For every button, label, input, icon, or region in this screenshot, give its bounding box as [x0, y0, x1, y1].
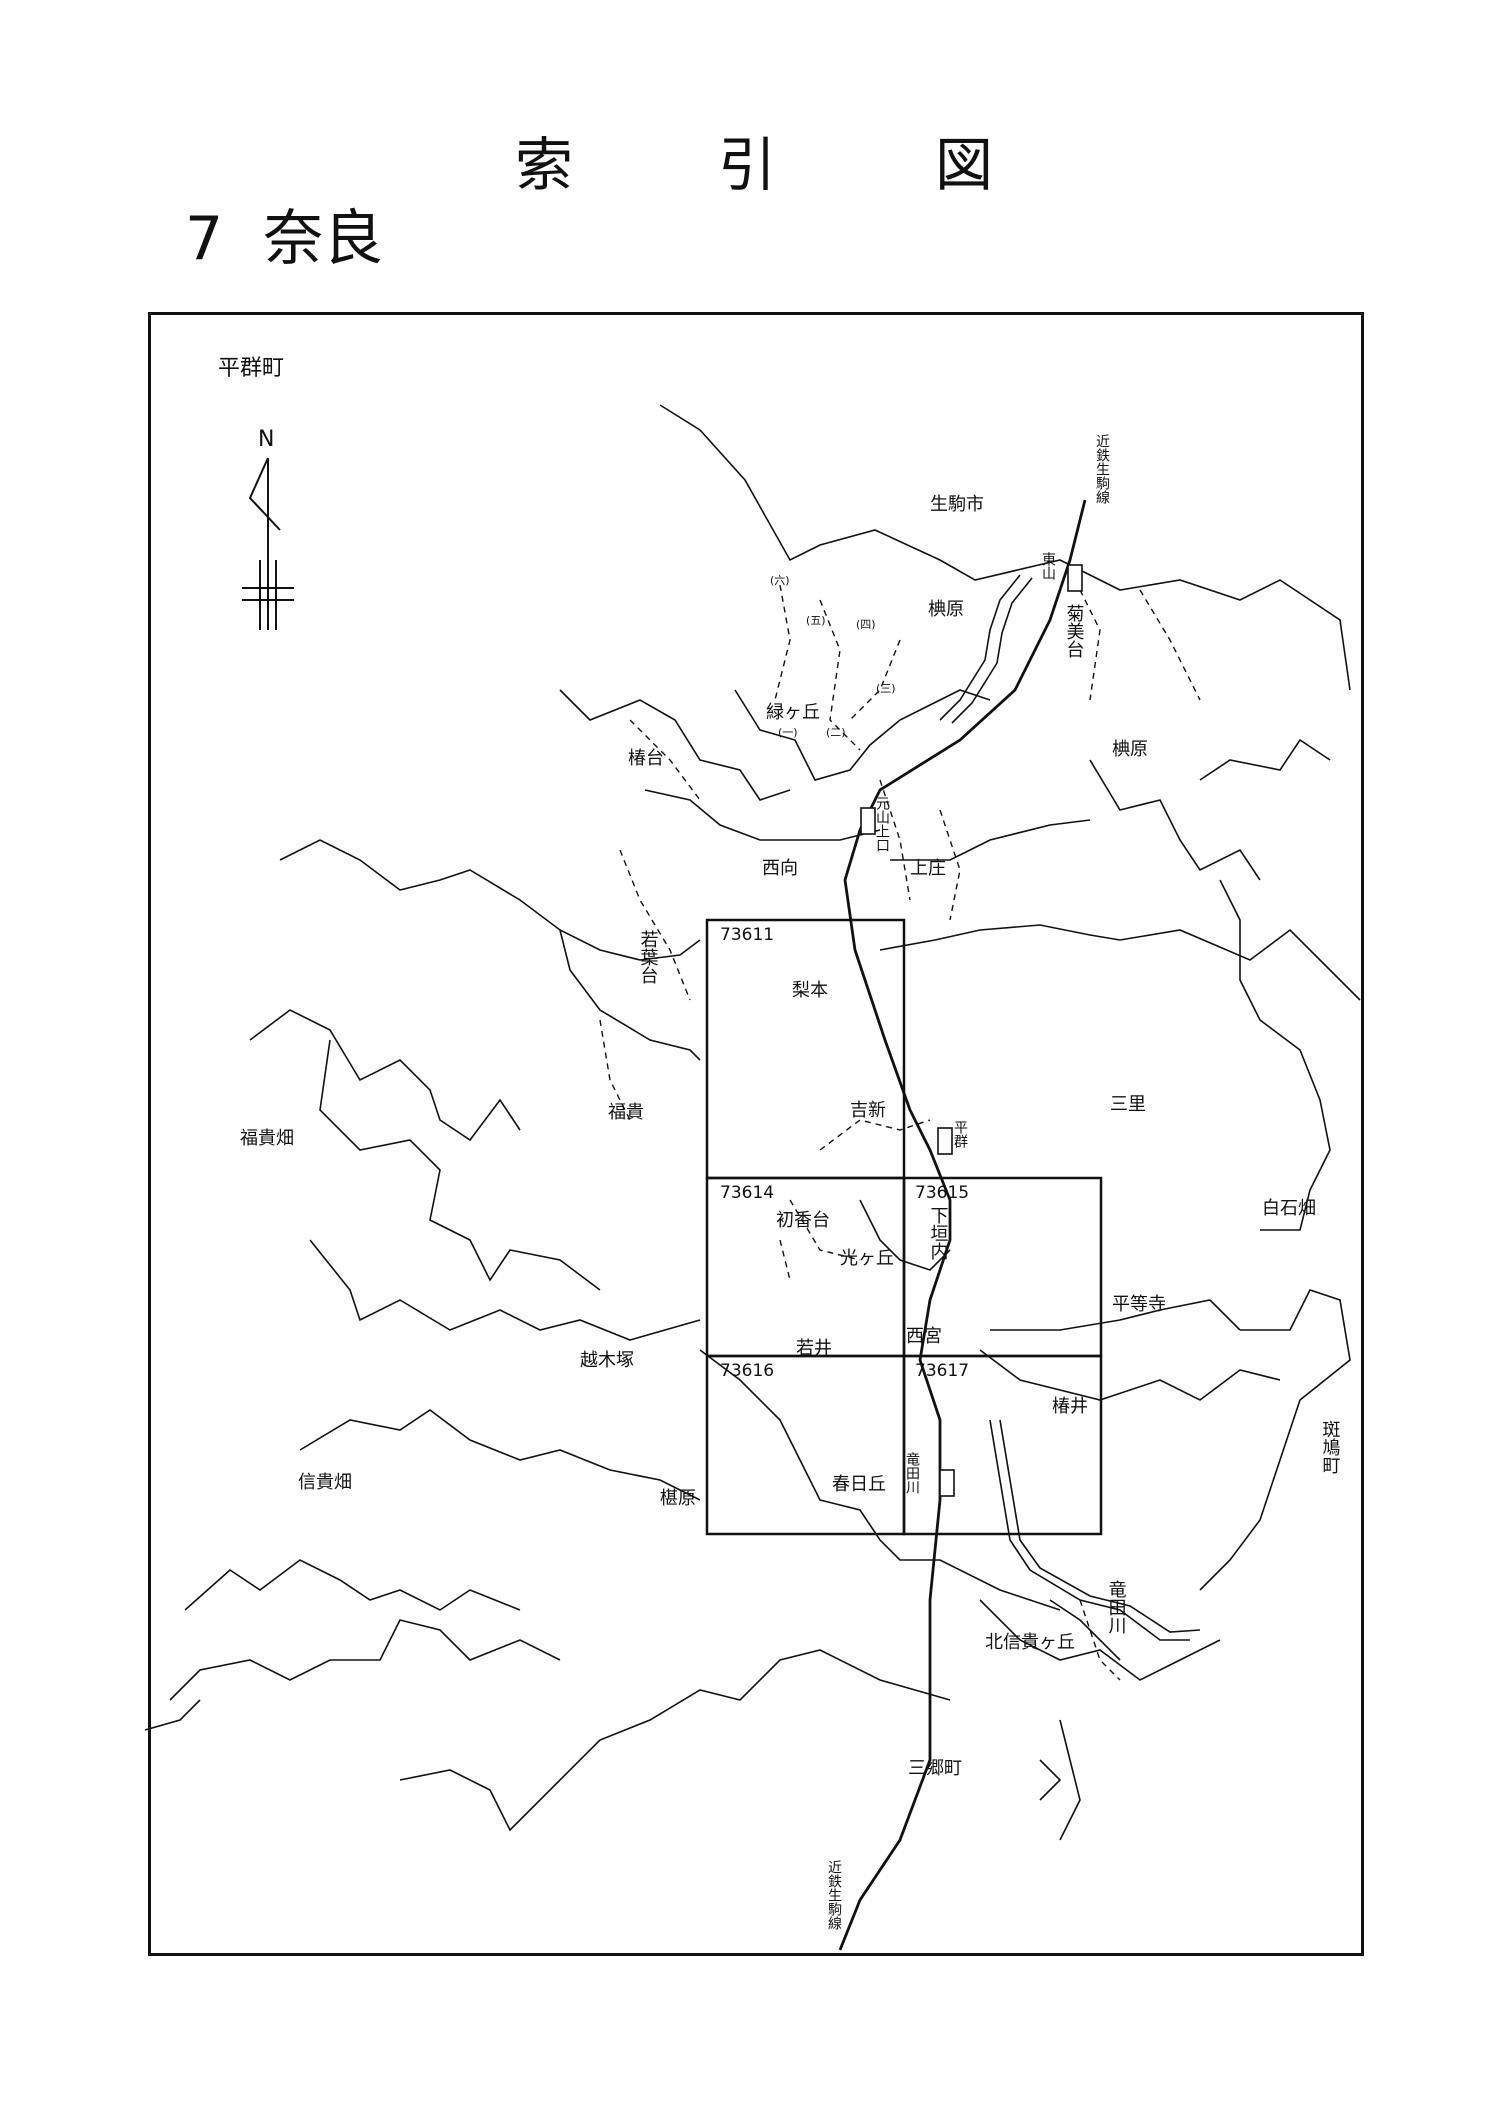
- station-markers: [860, 564, 1083, 1497]
- title-char-1: 索: [515, 131, 576, 199]
- label-midorigaoka: 緑ヶ丘: [766, 702, 820, 723]
- district-3: (三): [876, 682, 896, 695]
- label-shimogaichi: 下垣内: [928, 1206, 949, 1261]
- grid-code-73615: 73615: [915, 1183, 969, 1203]
- title-char-2: 引: [718, 131, 779, 199]
- label-motoyamaguchi: 元山上口: [874, 796, 890, 852]
- label-ikaruga: 斑鳩町: [1320, 1420, 1341, 1474]
- label-hatsukadai: 初香台: [776, 1210, 830, 1231]
- grid-code-73616: 73616: [720, 1361, 774, 1381]
- label-kintetsu-north: 近鉄生駒線: [1094, 434, 1110, 504]
- label-kitashigigaoka: 北信貴ヶ丘: [985, 1632, 1075, 1653]
- station-ryuta: [939, 1469, 955, 1497]
- boundary-lines: [144, 404, 1361, 1841]
- label-ikoma: 生駒市: [930, 494, 984, 515]
- district-2: (二): [826, 726, 846, 739]
- kintetsu-ikoma-line: [838, 499, 1087, 1951]
- label-kamisho: 上庄: [910, 858, 946, 879]
- district-dashed-lines: [599, 584, 1201, 1681]
- label-kikumidai: 菊美台: [1064, 604, 1085, 658]
- district-6: (六): [770, 574, 790, 587]
- district-4: (四): [856, 618, 876, 631]
- label-nashimoto: 梨本: [792, 980, 828, 1001]
- grid-code-73614: 73614: [720, 1183, 774, 1203]
- label-nishimuki: 西向: [762, 858, 798, 879]
- prefecture-number: 7: [185, 204, 224, 274]
- place-labels: 生駒市 椣原 椣原 緑ヶ丘 椿台 上庄 西向 梨本 福貴畑 福貴 吉新 三里 初…: [240, 494, 1316, 1779]
- title-char-3: 図: [935, 131, 996, 199]
- prefecture-heading: 7 奈良: [185, 190, 383, 277]
- label-fukikabatake: 福貴畑: [240, 1128, 294, 1149]
- grid-code-73611: 73611: [720, 925, 774, 945]
- north-arrow: [242, 457, 294, 630]
- label-tatsutagawa-river: 竜田川: [904, 1451, 920, 1494]
- line-and-river-labels: 近鉄生駒線 東山 元山上口 平群 竜田川 近鉄生駒線: [826, 434, 1110, 1930]
- map-frame: [148, 312, 1364, 1956]
- label-kambara-north: 椣原: [928, 599, 964, 620]
- label-kambara-east: 椣原: [1112, 739, 1148, 760]
- label-kintetsu-south: 近鉄生駒線: [826, 1860, 842, 1930]
- label-hikarigaoka: 光ヶ丘: [840, 1248, 894, 1269]
- label-byodoji: 平等寺: [1112, 1294, 1166, 1315]
- grid-frame-73617: [902, 1354, 1103, 1536]
- district-1: (一): [778, 726, 798, 739]
- label-tatsutagawa: 竜田川: [1106, 1580, 1127, 1634]
- label-shigihata: 信貴畑: [298, 1472, 352, 1493]
- label-wakabadai: 若葉台: [638, 930, 659, 984]
- grid-frame-73616: [705, 1354, 906, 1536]
- label-tsubakidai: 椿台: [628, 748, 664, 769]
- label-sango: 三郷町: [908, 1758, 962, 1779]
- label-shiraishibatake: 白石畑: [1262, 1198, 1316, 1219]
- index-map-title: 索 引 図: [0, 118, 1500, 208]
- label-wakai: 若井: [796, 1338, 832, 1359]
- label-kasugaoka: 春日丘: [832, 1474, 886, 1495]
- label-higashiyama: 東山: [1040, 552, 1056, 580]
- label-yoshishin: 吉新: [850, 1100, 886, 1121]
- label-tsubai: 椿井: [1052, 1396, 1088, 1417]
- prefecture-name: 奈良: [263, 204, 384, 274]
- label-koshikizuka: 越木塚: [580, 1350, 634, 1371]
- town-label: 平群町: [218, 356, 284, 381]
- north-label: N: [258, 427, 274, 452]
- station-higashiyama: [1067, 564, 1083, 592]
- grid-code-73617: 73617: [915, 1361, 969, 1381]
- grid-index-frames: [705, 918, 1103, 1536]
- grid-frame-73611: [705, 918, 906, 1180]
- station-motoyamaguchi: [860, 807, 876, 835]
- label-fuki: 福貴: [608, 1102, 644, 1123]
- label-nishinomiya: 西宮: [906, 1326, 942, 1347]
- district-5: (五): [806, 614, 826, 627]
- label-misato: 三里: [1110, 1094, 1146, 1115]
- station-heguri: [937, 1127, 953, 1155]
- river-lines: [939, 574, 1201, 1641]
- district-number-labels: (六) (五) (四) (三) (一) (二): [770, 574, 896, 739]
- vertical-labels: 菊美台 若葉台 下垣内 斑鳩町 竜田川: [638, 604, 1341, 1634]
- label-heguri: 平群: [952, 1120, 968, 1148]
- label-kunahara: 椹原: [660, 1488, 696, 1509]
